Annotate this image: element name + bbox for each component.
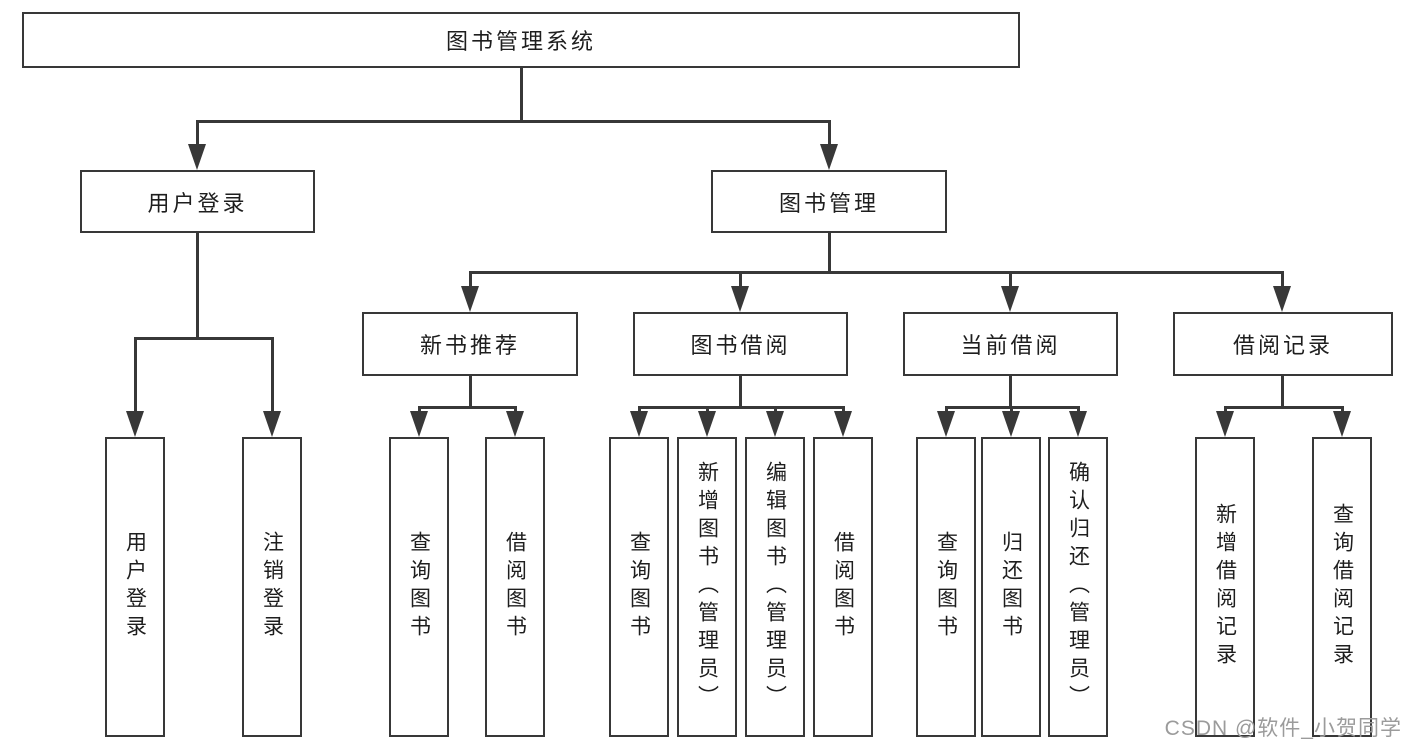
connector-arrowhead — [188, 144, 206, 170]
leaf-query-books-current: 查询图书 — [916, 437, 976, 737]
leaf-add-book-admin: 新增图书（管理员） — [677, 437, 737, 737]
leaf-add-borrow-record: 新增借阅记录 — [1195, 437, 1255, 737]
leaf-query-books-borrow: 查询图书 — [609, 437, 669, 737]
connector-line — [196, 120, 199, 148]
connector-line — [1077, 406, 1080, 414]
connector-line — [638, 406, 641, 414]
connector-line — [828, 120, 831, 148]
connector-line — [828, 233, 831, 273]
node-current-borrowing: 当前借阅 — [903, 312, 1118, 376]
connector-line — [469, 271, 1282, 274]
connector-arrowhead — [1002, 411, 1020, 437]
connector-arrowhead — [766, 411, 784, 437]
connector-line — [196, 233, 199, 337]
connector-arrowhead — [937, 411, 955, 437]
connector-line — [418, 406, 517, 409]
connector-line — [739, 376, 742, 408]
connector-line — [842, 406, 845, 414]
connector-line — [638, 406, 845, 409]
connector-arrowhead — [731, 286, 749, 312]
connector-arrowhead — [1069, 411, 1087, 437]
connector-arrowhead — [1216, 411, 1234, 437]
connector-line — [1281, 376, 1284, 408]
connector-arrowhead — [506, 411, 524, 437]
connector-arrowhead — [1001, 286, 1019, 312]
leaf-confirm-return-admin: 确认归还（管理员） — [1048, 437, 1108, 737]
connector-arrowhead — [834, 411, 852, 437]
watermark: CSDN @软件_小贺同学 — [1164, 717, 1402, 740]
connector-line — [739, 271, 742, 289]
connector-line — [196, 120, 830, 123]
connector-line — [418, 406, 421, 414]
connector-line — [1009, 271, 1012, 289]
leaf-borrow-books-recommend: 借阅图书 — [485, 437, 545, 737]
node-new-book-recommendation: 新书推荐 — [362, 312, 578, 376]
connector-arrowhead — [630, 411, 648, 437]
connector-line — [1281, 271, 1284, 289]
leaf-logout: 注销登录 — [242, 437, 302, 737]
connector-line — [1224, 406, 1344, 409]
leaf-borrow-books: 借阅图书 — [813, 437, 873, 737]
connector-arrowhead — [820, 144, 838, 170]
connector-arrowhead — [126, 411, 144, 437]
node-book-management: 图书管理 — [711, 170, 947, 233]
connector-line — [271, 337, 274, 413]
connector-line — [1010, 406, 1013, 414]
node-book-management-system: 图书管理系统 — [22, 12, 1020, 68]
connector-line — [1009, 376, 1012, 408]
connector-arrowhead — [461, 286, 479, 312]
connector-line — [134, 337, 137, 413]
connector-line — [945, 406, 1080, 409]
connector-line — [469, 376, 472, 408]
connector-line — [706, 406, 709, 414]
leaf-query-books-recommend: 查询图书 — [389, 437, 449, 737]
leaf-query-borrow-record: 查询借阅记录 — [1312, 437, 1372, 737]
leaf-user-login: 用户登录 — [105, 437, 165, 737]
connector-arrowhead — [410, 411, 428, 437]
node-user-login: 用户登录 — [80, 170, 315, 233]
connector-line — [1341, 406, 1344, 414]
connector-arrowhead — [263, 411, 281, 437]
leaf-return-book: 归还图书 — [981, 437, 1041, 737]
connector-line — [945, 406, 948, 414]
connector-line — [134, 337, 274, 340]
connector-arrowhead — [698, 411, 716, 437]
node-borrowing-records: 借阅记录 — [1173, 312, 1393, 376]
connector-arrowhead — [1273, 286, 1291, 312]
leaf-edit-book-admin: 编辑图书（管理员） — [745, 437, 805, 737]
connector-line — [514, 406, 517, 414]
connector-line — [774, 406, 777, 414]
node-book-borrowing: 图书借阅 — [633, 312, 848, 376]
connector-line — [469, 271, 472, 289]
connector-arrowhead — [1333, 411, 1351, 437]
connector-line — [520, 66, 523, 122]
connector-line — [1224, 406, 1227, 414]
